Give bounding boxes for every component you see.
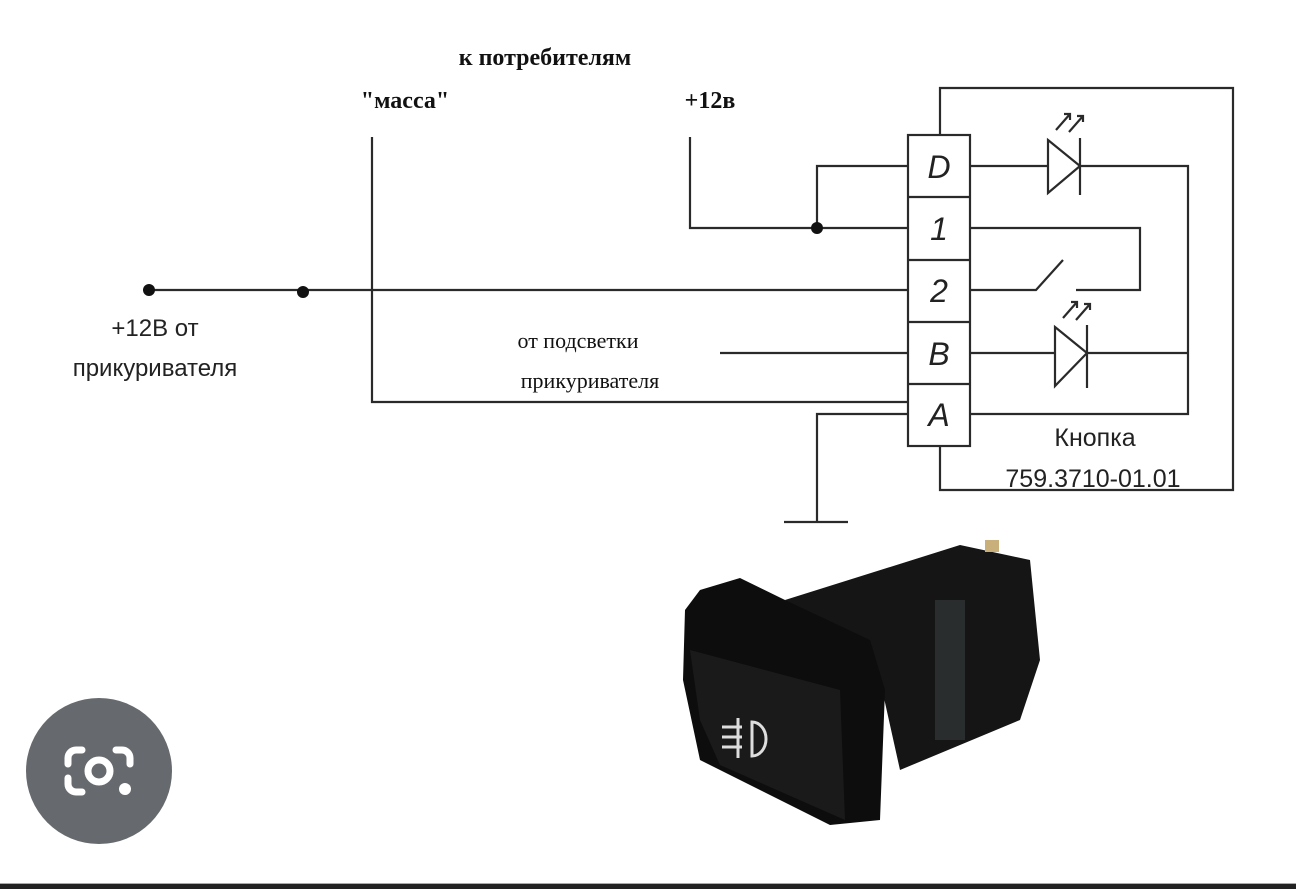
mass-label: "масса": [361, 88, 449, 114]
switch-photo: [683, 540, 1040, 825]
lighter-label-2: прикуривателя: [73, 355, 238, 382]
camera-search-icon: [64, 746, 134, 796]
fog-light-icon: [722, 718, 768, 758]
button-label: Кнопка: [1054, 424, 1135, 452]
button-model: 759.3710-01.01: [1005, 465, 1180, 493]
pin-a: A: [926, 397, 949, 433]
bottom-bar: [0, 883, 1296, 889]
led-b-icon: [1053, 300, 1092, 389]
lens-search-button[interactable]: [26, 698, 172, 844]
led-d-icon: [1046, 112, 1085, 196]
backlight-label-1: от подсветки: [517, 328, 638, 353]
junction-dot: [297, 286, 309, 298]
lighter-label-1: +12В от: [111, 315, 198, 342]
pin-d: D: [927, 149, 950, 185]
plus12-label: +12в: [685, 88, 736, 114]
junction-dot: [811, 222, 823, 234]
backlight-label-2: прикуривателя: [521, 368, 659, 393]
consumers-label: к потребителям: [459, 45, 632, 71]
pin-2: 2: [929, 273, 948, 309]
pin-1: 1: [930, 211, 948, 247]
wires: [149, 86, 1235, 524]
connector-block: D 1 2 B A: [906, 133, 972, 448]
junction-dot: [143, 284, 155, 296]
pin-b: B: [928, 336, 949, 372]
